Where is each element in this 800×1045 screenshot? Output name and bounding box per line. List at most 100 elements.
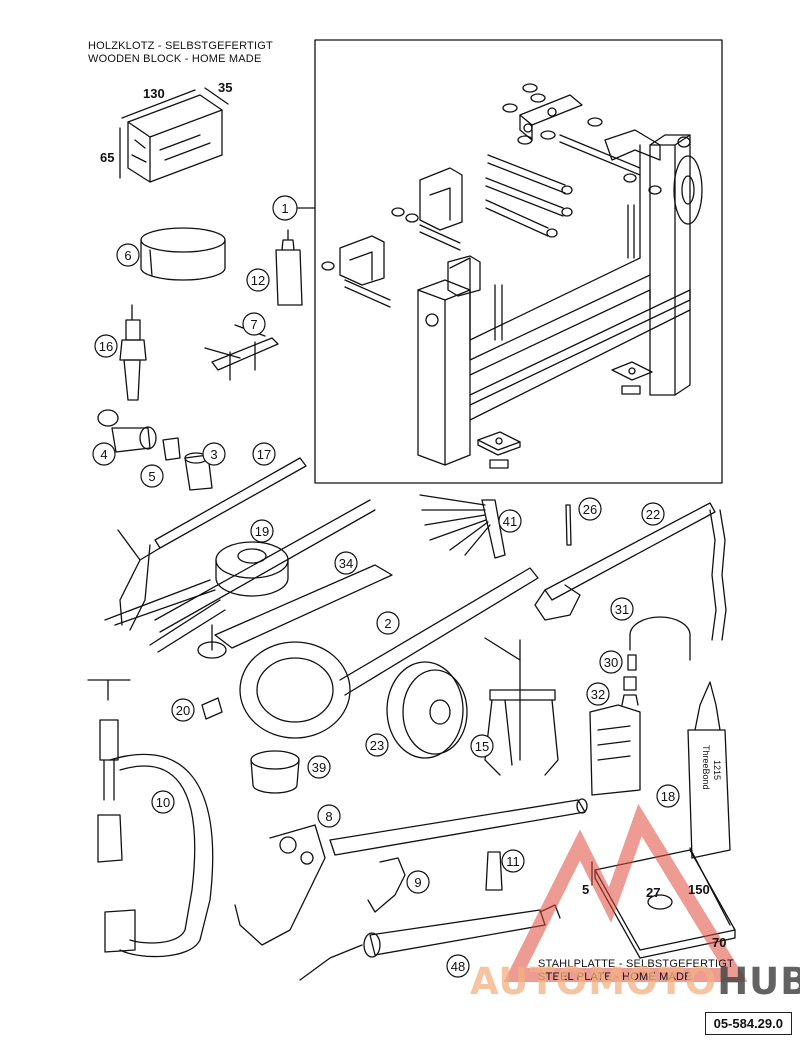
callout-text: 19 bbox=[255, 524, 269, 539]
callout-text: 5 bbox=[148, 469, 155, 484]
callout-text: 6 bbox=[124, 248, 131, 263]
tube-number: 1215 bbox=[712, 760, 722, 780]
callout-8 bbox=[317, 804, 341, 828]
callout-12 bbox=[246, 268, 270, 292]
bracket-9 bbox=[367, 857, 406, 913]
dim-5: 5 bbox=[582, 882, 590, 897]
sealant-bottle-12 bbox=[275, 229, 303, 306]
steel-plate-label-de: STAHLPLATTE - SELBSTGEFERTIGT bbox=[538, 958, 734, 970]
callout-34 bbox=[334, 551, 358, 575]
callout-9 bbox=[406, 870, 430, 894]
callouts bbox=[92, 195, 680, 978]
hex-keys-41 bbox=[419, 494, 506, 559]
disc-tool-23 bbox=[386, 661, 468, 759]
watermark-part-b: HUB bbox=[717, 960, 800, 1003]
callout-text: 20 bbox=[176, 703, 190, 718]
puller-16 bbox=[119, 304, 147, 401]
engine-stand bbox=[321, 83, 703, 469]
callout-text: 31 bbox=[615, 602, 629, 617]
callout-text: 10 bbox=[156, 795, 170, 810]
callout-30 bbox=[599, 650, 623, 674]
wooden-block-drawing bbox=[119, 87, 229, 183]
callout-text: 12 bbox=[251, 273, 265, 288]
oil-can bbox=[589, 694, 641, 796]
threebond-tube-18 bbox=[687, 681, 731, 859]
callout-18 bbox=[656, 784, 680, 808]
steel-plate-label-en: STEEL PLATE - HOME MADE bbox=[538, 971, 692, 983]
callout-11 bbox=[501, 849, 525, 873]
callout-text: 9 bbox=[414, 875, 421, 890]
callout-10 bbox=[151, 790, 175, 814]
bar-tool-17 bbox=[117, 457, 307, 631]
callout-31 bbox=[610, 597, 634, 621]
rod-8-and-bracket bbox=[234, 798, 588, 946]
callout-2 bbox=[376, 611, 400, 635]
tube-label: ThreeBond 1215 bbox=[701, 745, 722, 790]
callout-3 bbox=[202, 442, 226, 466]
dim-27: 27 bbox=[646, 885, 661, 900]
watermark-logo bbox=[503, 803, 748, 982]
dim-130: 130 bbox=[143, 86, 165, 101]
document-reference: 05-584.29.0 bbox=[704, 1012, 792, 1035]
dim-35: 35 bbox=[218, 80, 233, 95]
dim-70: 70 bbox=[712, 935, 727, 950]
nut-20 bbox=[201, 697, 223, 720]
callout-text: 18 bbox=[661, 789, 675, 804]
callout-text: 39 bbox=[312, 760, 326, 775]
callout-text: 1 bbox=[281, 201, 288, 216]
callout-text: 16 bbox=[99, 339, 113, 354]
callout-1 bbox=[272, 195, 298, 221]
callout-5 bbox=[140, 464, 164, 488]
callout-4 bbox=[92, 442, 116, 466]
dim-65: 65 bbox=[100, 150, 115, 165]
tool-19 bbox=[104, 499, 376, 653]
callout-23 bbox=[365, 733, 389, 757]
callout-text: 17 bbox=[257, 447, 271, 462]
c-clamp-10 bbox=[87, 679, 214, 958]
callout-text: 22 bbox=[646, 507, 660, 522]
callout-text: 26 bbox=[583, 502, 597, 517]
callout-48 bbox=[446, 954, 470, 978]
spanner-2 bbox=[239, 567, 539, 739]
engine-stand-frame-box bbox=[314, 39, 723, 484]
nozzle-32 bbox=[623, 676, 637, 691]
callout-text: 11 bbox=[506, 854, 520, 869]
wooden-block-label-de: HOLZKLOTZ - SELBSTGEFERTIGT bbox=[88, 40, 273, 52]
callout-7 bbox=[242, 312, 266, 336]
ring-tool-6 bbox=[140, 227, 226, 281]
tube-brand: ThreeBond bbox=[701, 745, 711, 790]
wrench-34 bbox=[197, 564, 393, 659]
watermark-part-a: AUTOMOTO bbox=[470, 960, 718, 1003]
callout-text: 7 bbox=[250, 317, 257, 332]
callout-32 bbox=[586, 682, 610, 706]
three-arm-puller-15 bbox=[484, 637, 559, 776]
callout-39 bbox=[307, 755, 331, 779]
cup-tool-39 bbox=[250, 750, 300, 794]
callout-6 bbox=[116, 243, 140, 267]
callout-text: 8 bbox=[325, 809, 332, 824]
callout-text: 41 bbox=[503, 514, 517, 529]
callout-text: 32 bbox=[591, 687, 605, 702]
callout-text: 15 bbox=[475, 739, 489, 754]
callout-17 bbox=[252, 442, 276, 466]
callout-20 bbox=[171, 698, 195, 722]
hook-31 bbox=[629, 616, 691, 661]
callout-text: 48 bbox=[451, 959, 465, 974]
callout-text: 23 bbox=[370, 738, 384, 753]
screw-30 bbox=[627, 654, 637, 671]
callout-text: 2 bbox=[384, 616, 391, 631]
watermark-text: AUTOMOTOHUB bbox=[470, 960, 800, 1003]
nozzle-11 bbox=[485, 851, 503, 891]
pin-26 bbox=[565, 504, 572, 546]
callout-text: 3 bbox=[210, 447, 217, 462]
callout-text: 34 bbox=[339, 556, 353, 571]
wooden-block-label-en: WOODEN BLOCK - HOME MADE bbox=[88, 53, 262, 65]
callout-16 bbox=[94, 334, 118, 358]
callout-text: 4 bbox=[100, 447, 107, 462]
dim-150: 150 bbox=[688, 882, 710, 897]
callout-19 bbox=[250, 519, 274, 543]
chain-tool-22 bbox=[534, 502, 727, 641]
callout-22 bbox=[641, 502, 665, 526]
